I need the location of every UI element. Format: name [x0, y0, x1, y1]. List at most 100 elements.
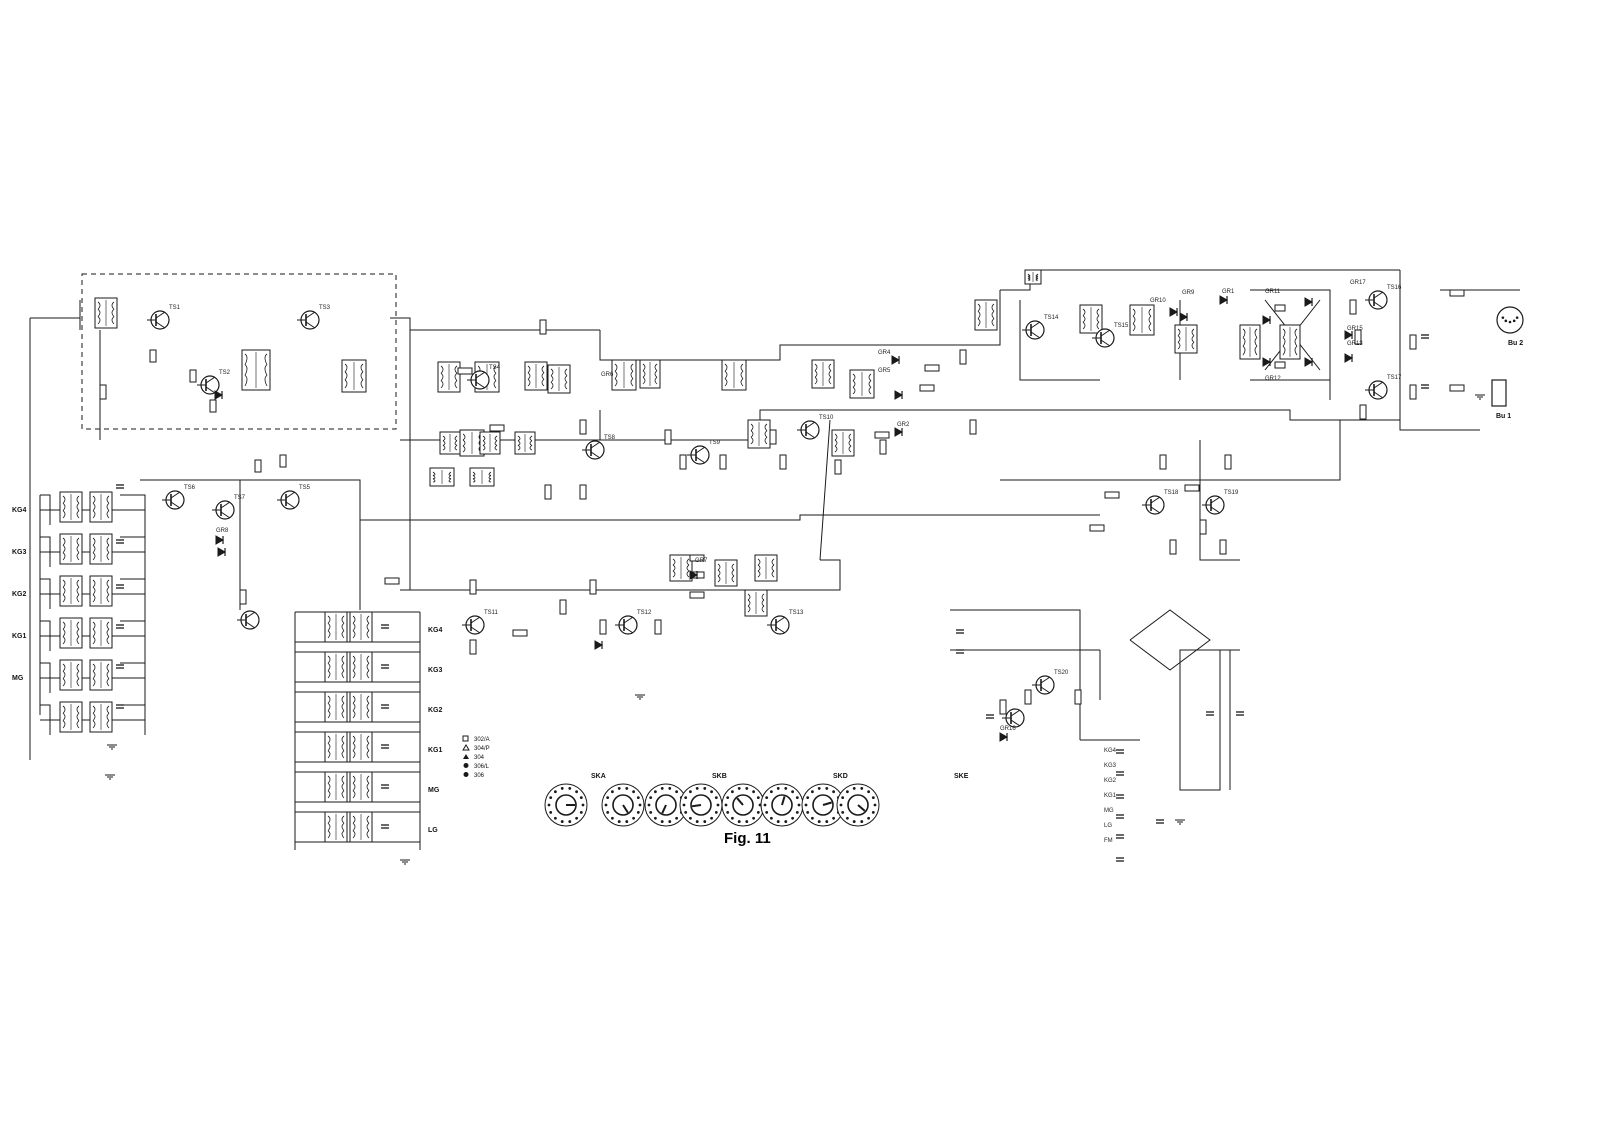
wafer-contact [846, 790, 849, 794]
transformer-icon [849, 369, 875, 399]
transistor-icon [162, 490, 185, 510]
power-transformer-frame [1179, 649, 1221, 791]
coil-winding [264, 353, 268, 365]
switch-wafer-icon [544, 783, 588, 827]
transistor-icon [1202, 495, 1225, 515]
coil-winding [564, 382, 568, 390]
resistor-icon [679, 454, 687, 470]
transformer-icon [324, 731, 348, 763]
coil-winding [852, 387, 856, 395]
diode-triangle [214, 390, 224, 400]
wafer-contact [649, 796, 653, 800]
coil-winding [327, 775, 331, 784]
wire-band [40, 578, 51, 609]
wafer-contact [695, 787, 699, 790]
diode-icon [1179, 312, 1189, 322]
wafer-contact [625, 787, 629, 790]
diode-label: GR11 [1265, 289, 1281, 295]
band-label-power: KG4 [1104, 748, 1117, 754]
coil-winding [1254, 346, 1258, 356]
switch-wafer-icon [836, 783, 880, 827]
wafer-rotor [847, 794, 869, 816]
coil-winding [327, 790, 331, 799]
wafer-contact [832, 816, 835, 820]
wafer-contact [871, 810, 875, 814]
coil-winding [341, 775, 345, 784]
switch-wafer-icon [760, 783, 804, 827]
transistor-icon [582, 440, 605, 460]
coil-winding [432, 471, 436, 476]
transformer-icon [59, 533, 83, 565]
transformer-icon [89, 701, 113, 733]
coil-winding [76, 663, 80, 672]
coil-winding [454, 380, 458, 389]
band-label-power: KG2 [1104, 778, 1117, 784]
legend-symbol [462, 744, 470, 751]
diode-label: GR7 [695, 558, 708, 564]
coil-winding [517, 435, 521, 442]
diode-label: GR6 [601, 372, 614, 378]
coil-winding [991, 311, 995, 319]
wafer-contact [568, 820, 572, 823]
transformer-icon [669, 554, 693, 582]
coil-winding [1242, 346, 1246, 356]
wafer-contact [710, 790, 713, 794]
diode-triangle [1304, 297, 1314, 307]
coil-winding [92, 720, 96, 729]
transformer-icon [469, 467, 495, 487]
coil-winding [352, 623, 356, 631]
coil-winding [62, 621, 66, 630]
coil-winding [366, 623, 370, 631]
transistor-label: TS1 [169, 305, 181, 311]
transistor-icon [297, 310, 320, 330]
transistor-collector [470, 616, 481, 624]
coil-winding [366, 615, 370, 624]
coil-winding [360, 371, 364, 381]
wafer-contact [860, 787, 864, 790]
transistor-emitter [1010, 719, 1021, 727]
coil-winding [352, 783, 356, 791]
coil-winding [1191, 328, 1195, 336]
legend-item-label: 304 [474, 755, 485, 761]
wafer-contact [716, 803, 720, 807]
wafer-contact [549, 796, 553, 800]
coil-winding [106, 705, 110, 714]
coil-winding [868, 380, 872, 388]
coil-winding [493, 365, 497, 374]
coil-winding [482, 445, 486, 451]
coil-winding [366, 630, 370, 639]
coil-winding [448, 478, 452, 483]
wafer-contact [765, 796, 769, 800]
coil-winding [106, 510, 110, 519]
coil-winding [1282, 337, 1286, 347]
coil-winding [731, 563, 735, 571]
wafer-contact [745, 787, 749, 790]
coil-winding [106, 594, 110, 603]
coil-winding [92, 537, 96, 546]
coil-winding [106, 621, 110, 630]
wafer-contact [714, 796, 718, 800]
tuner-shield-box [81, 273, 397, 430]
coil-winding [352, 710, 356, 719]
coil-winding [750, 423, 754, 431]
resistor-icon [719, 454, 727, 470]
wafer-contact [841, 796, 845, 800]
wafer-contact [737, 820, 741, 823]
band-label-center: KG1 [428, 747, 443, 754]
coil-winding [1096, 308, 1100, 316]
transistor-label: TS12 [637, 610, 652, 616]
switch-wafer-icon [644, 783, 688, 827]
resistor-icon [654, 619, 662, 635]
transistor-label: TS20 [1054, 670, 1069, 676]
coil-winding [92, 671, 96, 679]
din-pin [1508, 320, 1512, 324]
resistor-icon [469, 639, 477, 655]
resistor-icon [919, 384, 935, 392]
transistor-collector [155, 311, 166, 319]
coil-winding [472, 475, 476, 480]
coil-winding [977, 311, 981, 319]
resistor-icon [579, 484, 587, 500]
transistor-emitter [475, 381, 486, 389]
diode-icon [999, 732, 1009, 742]
coil-winding [341, 615, 345, 624]
